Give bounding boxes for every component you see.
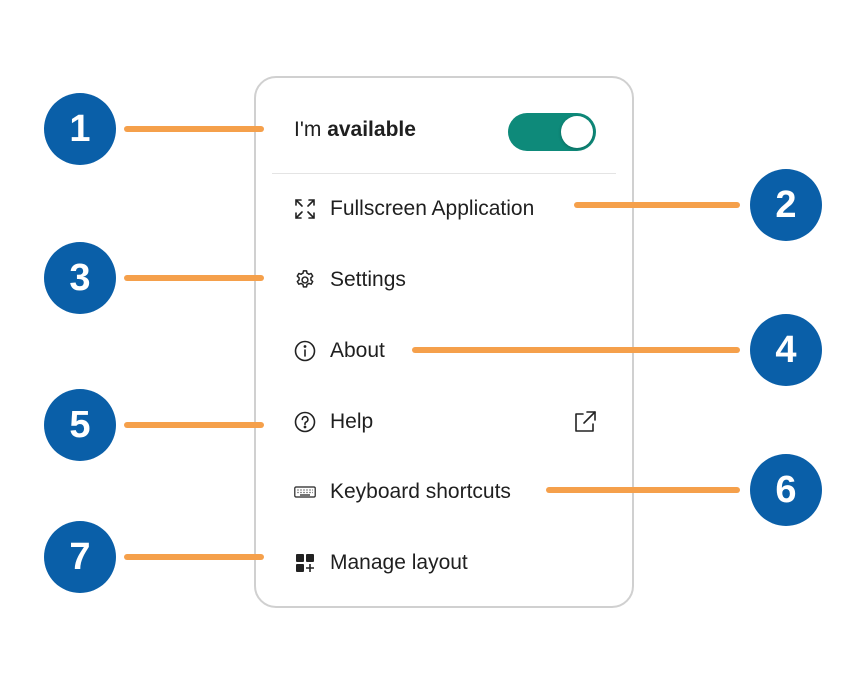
menu-item-fullscreen[interactable]: Fullscreen Application xyxy=(256,179,632,239)
menu-item-help[interactable]: Help xyxy=(256,392,632,452)
menu-item-label: Keyboard shortcuts xyxy=(330,480,511,503)
callout-badge-7: 7 xyxy=(44,521,116,593)
info-icon xyxy=(294,340,316,362)
menu-item-label: Settings xyxy=(330,268,406,291)
callout-badge-1: 1 xyxy=(44,93,116,165)
fullscreen-icon xyxy=(294,198,316,220)
availability-row: I'm available xyxy=(256,78,632,174)
callout-badge-3: 3 xyxy=(44,242,116,314)
callout-badge-6: 6 xyxy=(750,454,822,526)
toggle-knob xyxy=(561,116,593,148)
layout-icon xyxy=(294,552,316,574)
menu-divider xyxy=(272,173,616,174)
availability-state: available xyxy=(327,118,416,141)
callout-connector-3 xyxy=(124,275,264,281)
menu-item-about[interactable]: About xyxy=(256,321,632,381)
menu-item-label: About xyxy=(330,339,385,362)
keyboard-icon xyxy=(294,481,316,503)
menu-item-keyboard-shortcuts[interactable]: Keyboard shortcuts xyxy=(256,462,632,522)
callout-connector-6 xyxy=(546,487,740,493)
menu-item-manage-layout[interactable]: Manage layout xyxy=(256,533,632,593)
callout-badge-2: 2 xyxy=(750,169,822,241)
menu-item-settings[interactable]: Settings xyxy=(256,250,632,310)
menu-item-label: Fullscreen Application xyxy=(330,197,535,220)
help-icon xyxy=(294,411,316,433)
callout-badge-5: 5 xyxy=(44,389,116,461)
availability-toggle[interactable] xyxy=(508,113,596,151)
callout-connector-7 xyxy=(124,554,264,560)
gear-icon xyxy=(294,269,316,291)
callout-connector-5 xyxy=(124,422,264,428)
external-link-icon xyxy=(572,409,598,435)
user-menu: I'm available Fullscreen Application Set… xyxy=(254,76,634,608)
availability-prefix: I'm xyxy=(294,118,322,141)
availability-label: I'm available xyxy=(294,118,416,142)
callout-connector-1 xyxy=(124,126,264,132)
callout-badge-4: 4 xyxy=(750,314,822,386)
callout-connector-2 xyxy=(574,202,740,208)
menu-item-label: Help xyxy=(330,410,374,433)
callout-connector-4 xyxy=(412,347,740,353)
menu-item-label: Manage layout xyxy=(330,551,468,574)
